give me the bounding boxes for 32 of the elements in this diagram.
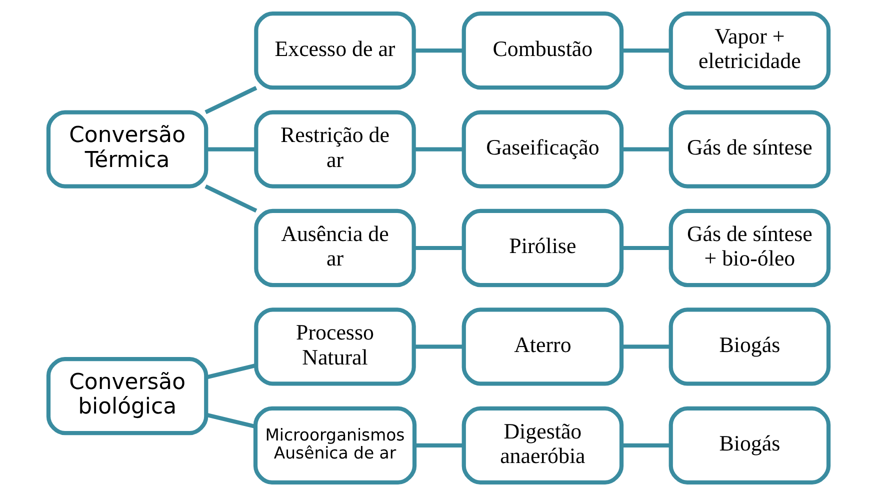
node-box: Excesso de ar: [254, 12, 416, 90]
connector: [415, 443, 464, 448]
connector: [204, 184, 258, 213]
connector: [204, 86, 258, 114]
connector: [414, 147, 464, 152]
node-box: Biogás: [668, 308, 831, 386]
connector: [622, 48, 671, 53]
connector: [206, 363, 257, 380]
connector: [206, 412, 256, 429]
node-box: Conversão biológica: [46, 356, 208, 436]
connector: [622, 443, 671, 448]
node-box: Gás de síntese + bio-óleo: [668, 208, 831, 288]
node-box: Digestão anaeróbia: [462, 406, 624, 484]
connector: [206, 147, 256, 152]
node-box: Microorganismos Ausênica de ar: [253, 406, 417, 484]
node-box: Processo Natural: [254, 308, 416, 386]
node-box: Biogás: [668, 406, 831, 484]
node-box: Combustão: [462, 12, 624, 90]
connector: [414, 344, 464, 349]
connector: [622, 344, 671, 349]
connector: [622, 246, 671, 250]
connector: [414, 246, 464, 250]
node-box: Conversão Térmica: [46, 110, 208, 188]
node-box: Restrição de ar: [254, 110, 416, 188]
node-box: Pirólise: [462, 208, 624, 288]
node-box: Ausência de ar: [254, 208, 416, 288]
node-box: Aterro: [462, 308, 624, 386]
node-box: Vapor + eletricidade: [668, 12, 831, 90]
node-box: Gaseificação: [462, 110, 624, 188]
connector: [622, 147, 671, 152]
connector: [414, 48, 464, 53]
node-box: Gás de síntese: [668, 110, 831, 188]
